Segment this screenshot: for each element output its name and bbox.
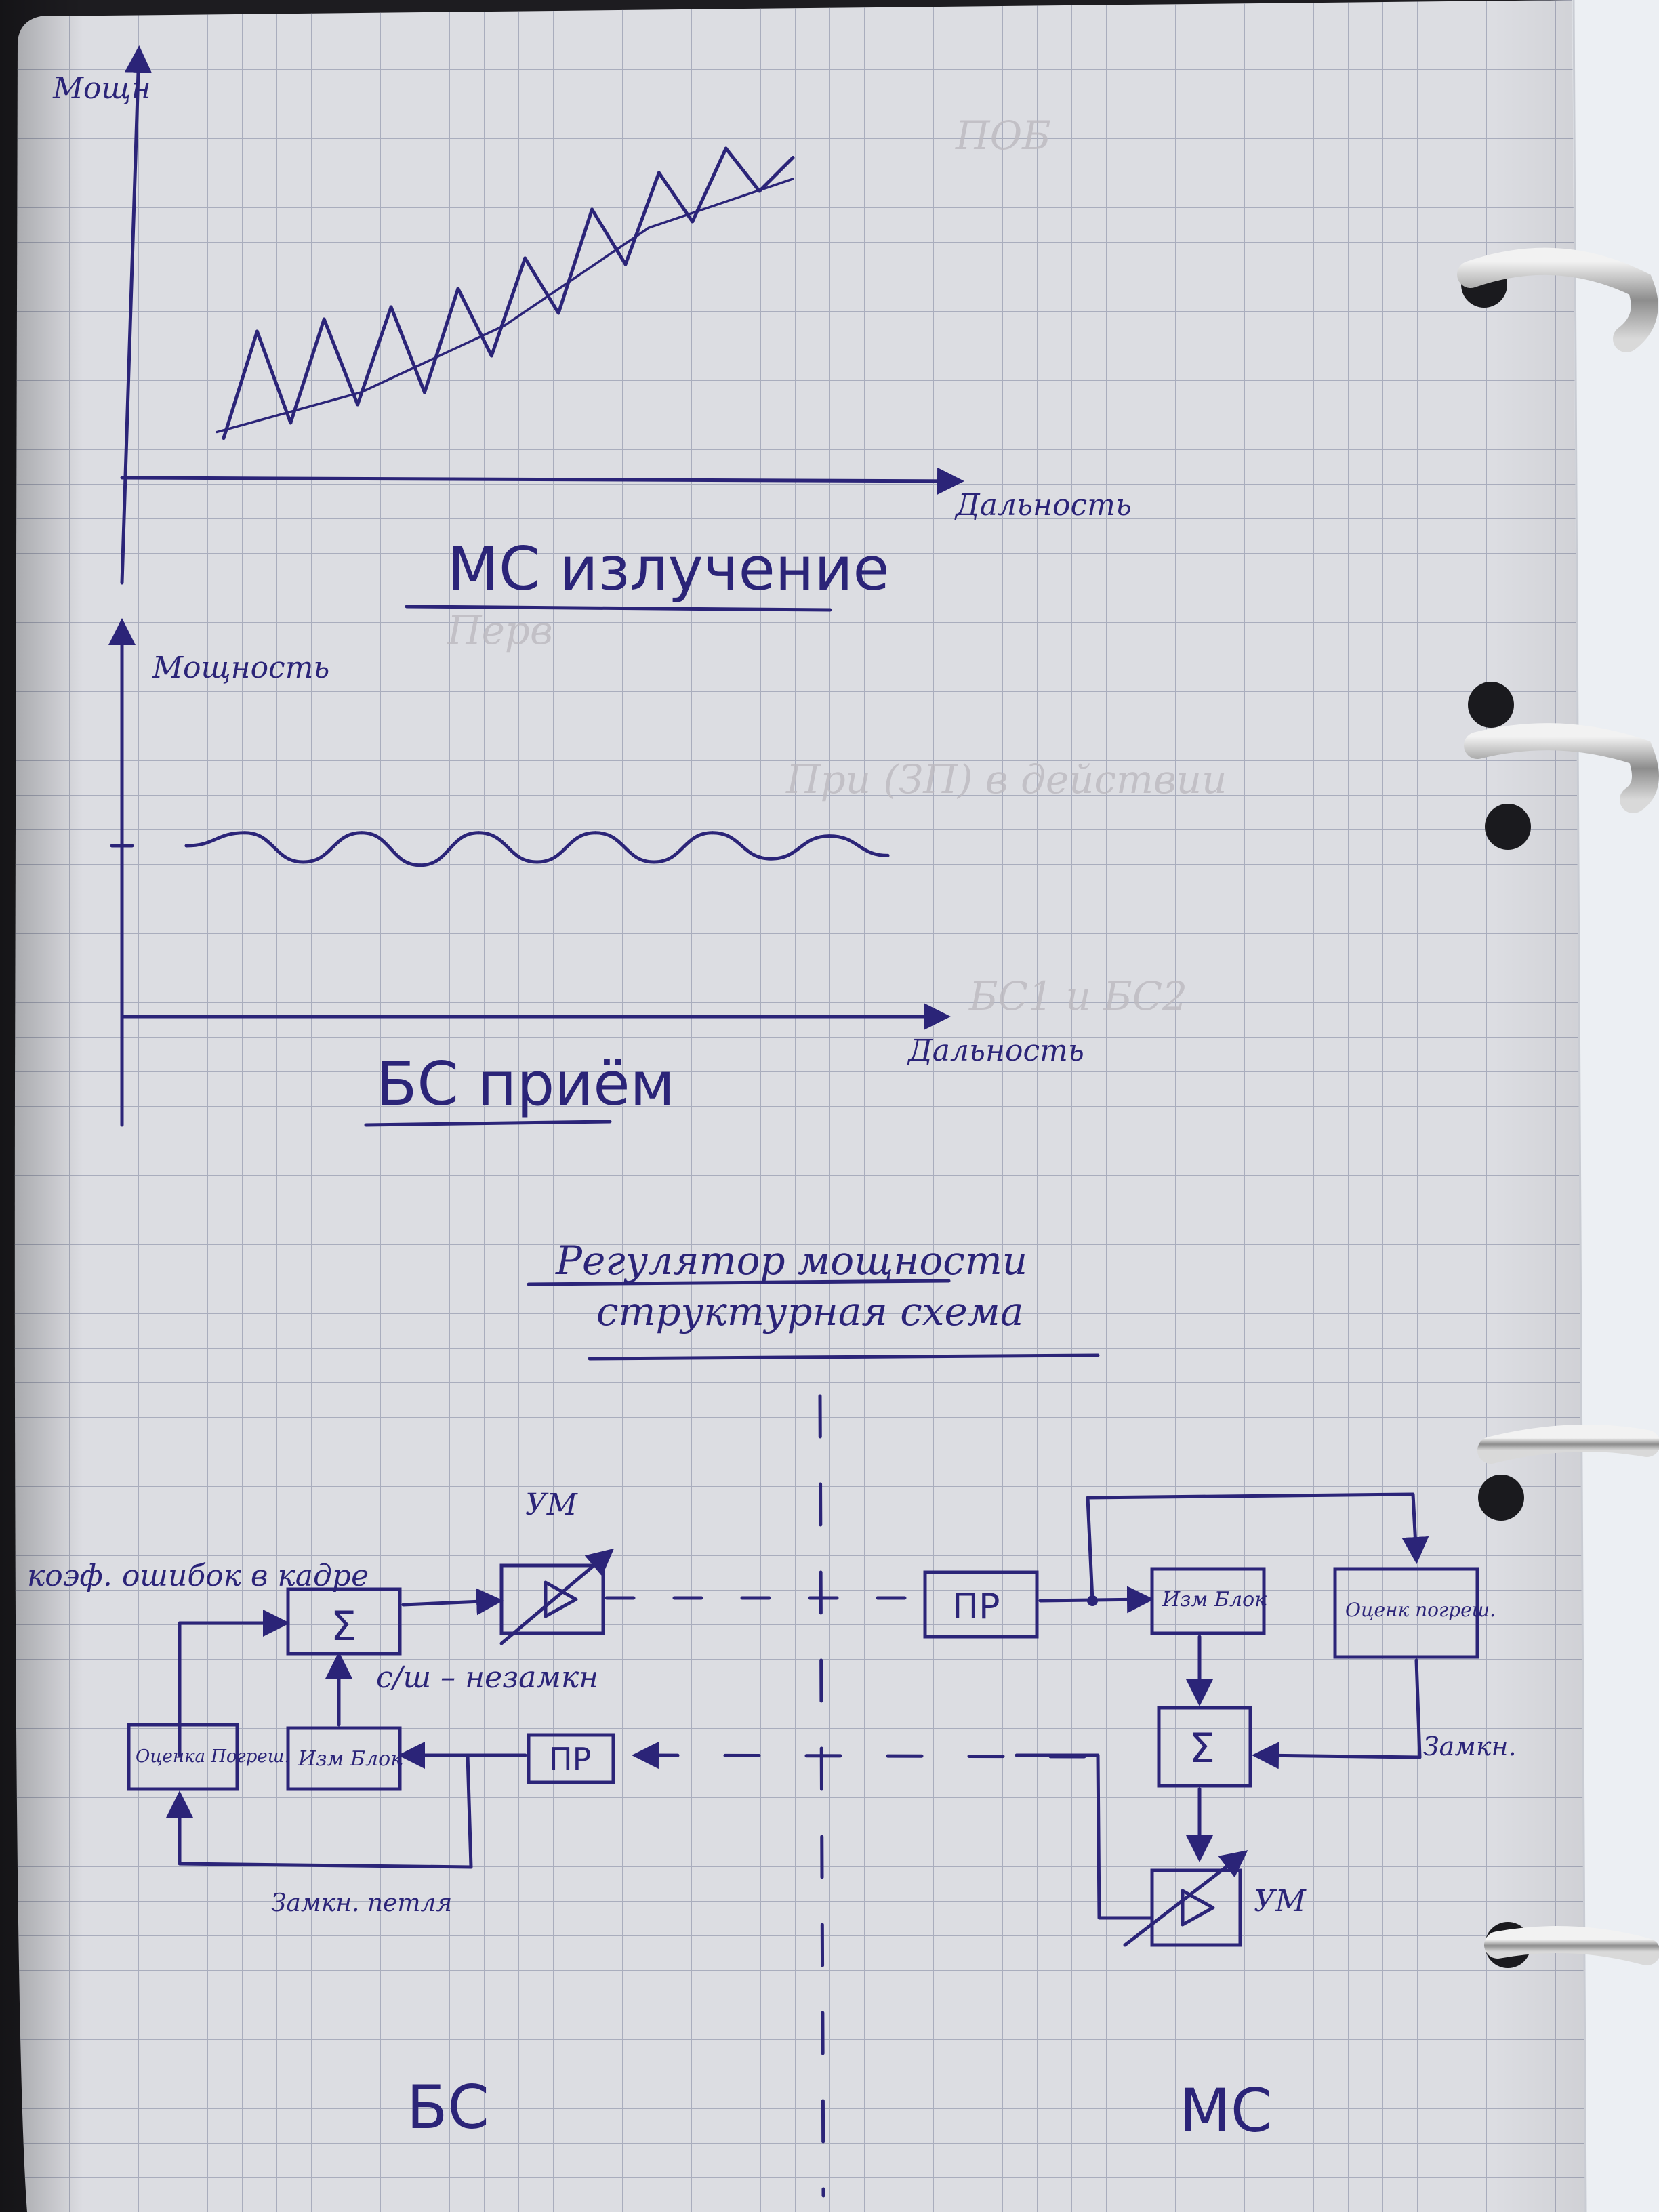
data-point <box>886 853 890 857</box>
ms-amp-triangle <box>1181 1889 1215 1927</box>
data-point <box>418 863 422 867</box>
bs-amp-triangle <box>544 1580 578 1618</box>
ms-rx-block <box>923 1570 1039 1639</box>
bs-loop-line <box>166 1753 473 1869</box>
chart-title: БС приём <box>376 1049 675 1119</box>
x-axis-label: Дальность <box>954 488 1132 523</box>
ms-top-feed <box>1086 1492 1429 1603</box>
data-point <box>710 831 714 835</box>
data-point <box>389 305 393 309</box>
diagram-subtitle: структурная схема <box>596 1288 1023 1334</box>
y-axis <box>120 45 152 585</box>
x-axis <box>120 467 964 495</box>
data-point <box>535 860 539 864</box>
chart-ms-radiation: Мощн Дальность МС излучение <box>52 45 1132 612</box>
ghost-text: При (ЗП) в действии <box>785 756 1227 802</box>
data-point <box>422 390 426 394</box>
data-point <box>724 146 728 150</box>
trend-line <box>216 178 794 434</box>
ms-amp-block <box>1150 1868 1242 1947</box>
data-point <box>243 831 247 835</box>
bs-amp-label: УМ <box>525 1488 578 1522</box>
data-point <box>827 834 832 838</box>
power-control-diagram: Регулятор мощности структурная схема коэ… <box>27 1237 1517 2198</box>
bs-side-label: БС <box>407 2072 489 2142</box>
ms-amp-label: УМ <box>1254 1884 1307 1919</box>
chart-title: МС излучение <box>447 534 890 604</box>
bs-amp-block <box>499 1563 605 1635</box>
binder-rings <box>1457 247 1659 1968</box>
ms-side-label: МС <box>1179 2076 1272 2146</box>
x-axis-label: Дальность <box>907 1033 1084 1068</box>
title-underline <box>405 605 832 612</box>
data-point <box>476 831 480 835</box>
data-point <box>322 317 326 321</box>
data-point <box>184 844 188 848</box>
data-point <box>791 156 795 159</box>
bs-input-arrow <box>178 1610 290 1757</box>
subtitle-underline <box>588 1353 1100 1361</box>
bs-amp-adjust-arrow <box>499 1548 615 1645</box>
ms-estimator-label: Оценк погреш. <box>1345 1599 1496 1621</box>
data-point <box>623 262 628 266</box>
bs-sum-to-amp <box>401 1588 504 1616</box>
data-point <box>222 436 226 440</box>
data-point <box>657 171 661 175</box>
data-point <box>489 354 493 358</box>
ms-rx-label: ПР <box>952 1586 1000 1627</box>
data-point <box>594 831 598 835</box>
y-axis-label: Мощн <box>52 71 151 106</box>
ms-meas-label: Изм Блок <box>1162 1588 1267 1612</box>
plot-area <box>216 146 795 440</box>
data-point <box>360 831 364 835</box>
punch-hole <box>1485 804 1531 850</box>
bs-rx-label: ПР <box>549 1741 591 1778</box>
punch-hole <box>1478 1475 1524 1521</box>
data-point <box>289 421 293 425</box>
y-axis-label: Мощность <box>152 651 329 685</box>
data-point <box>590 207 594 211</box>
bs-sum-symbol: Σ <box>331 1603 356 1650</box>
ms-est-to-sum <box>1252 1658 1422 1769</box>
ms-meas-block <box>1150 1567 1266 1635</box>
binder-ring <box>1464 723 1659 813</box>
binder-ring <box>1457 247 1658 352</box>
ms-estimator-block <box>1333 1567 1479 1659</box>
bs-estimator-block <box>127 1723 239 1791</box>
data-point <box>691 220 695 224</box>
bleed-through-text: Перв При (ЗП) в действии БС1 и БС2 ПОБ <box>447 112 1227 1019</box>
ghost-text: ПОБ <box>955 112 1051 159</box>
bs-rx-block <box>527 1733 615 1784</box>
bs-sum-note: с/ш – незамкн <box>376 1660 598 1695</box>
ghost-text: Перв <box>447 607 553 653</box>
ms-amp-output <box>1015 1753 1154 1920</box>
data-point <box>769 857 773 861</box>
bs-meas-label: Изм Блок <box>298 1747 403 1771</box>
series-line <box>222 146 795 440</box>
title-underline <box>364 1120 612 1127</box>
data-point <box>556 311 560 315</box>
data-point <box>523 256 527 260</box>
ghost-text: БС1 и БС2 <box>968 973 1187 1019</box>
ms-amp-adjust-arrow <box>1123 1850 1248 1947</box>
binder-ring <box>1484 1926 1659 1965</box>
ms-loop-note: Замкн. <box>1423 1732 1517 1761</box>
binder-ring <box>1477 1425 1659 1464</box>
ms-sum-symbol: Σ <box>1189 1725 1215 1772</box>
chart-bs-reception: Мощность Дальность БС приём <box>108 618 1084 1127</box>
bs-loop-note: Замкн. петля <box>271 1889 452 1917</box>
punch-hole <box>1468 682 1514 728</box>
ms-sum-block <box>1157 1706 1252 1788</box>
plot-area <box>184 831 890 867</box>
data-point <box>255 329 259 333</box>
data-point <box>456 287 460 291</box>
bs-estimator-label: Оценка Погреш. <box>136 1746 290 1767</box>
data-point <box>356 403 360 407</box>
data-point <box>652 860 656 864</box>
diagram-title: Регулятор мощности <box>555 1237 1027 1284</box>
data-point <box>302 860 305 864</box>
title-underline <box>527 1279 951 1286</box>
